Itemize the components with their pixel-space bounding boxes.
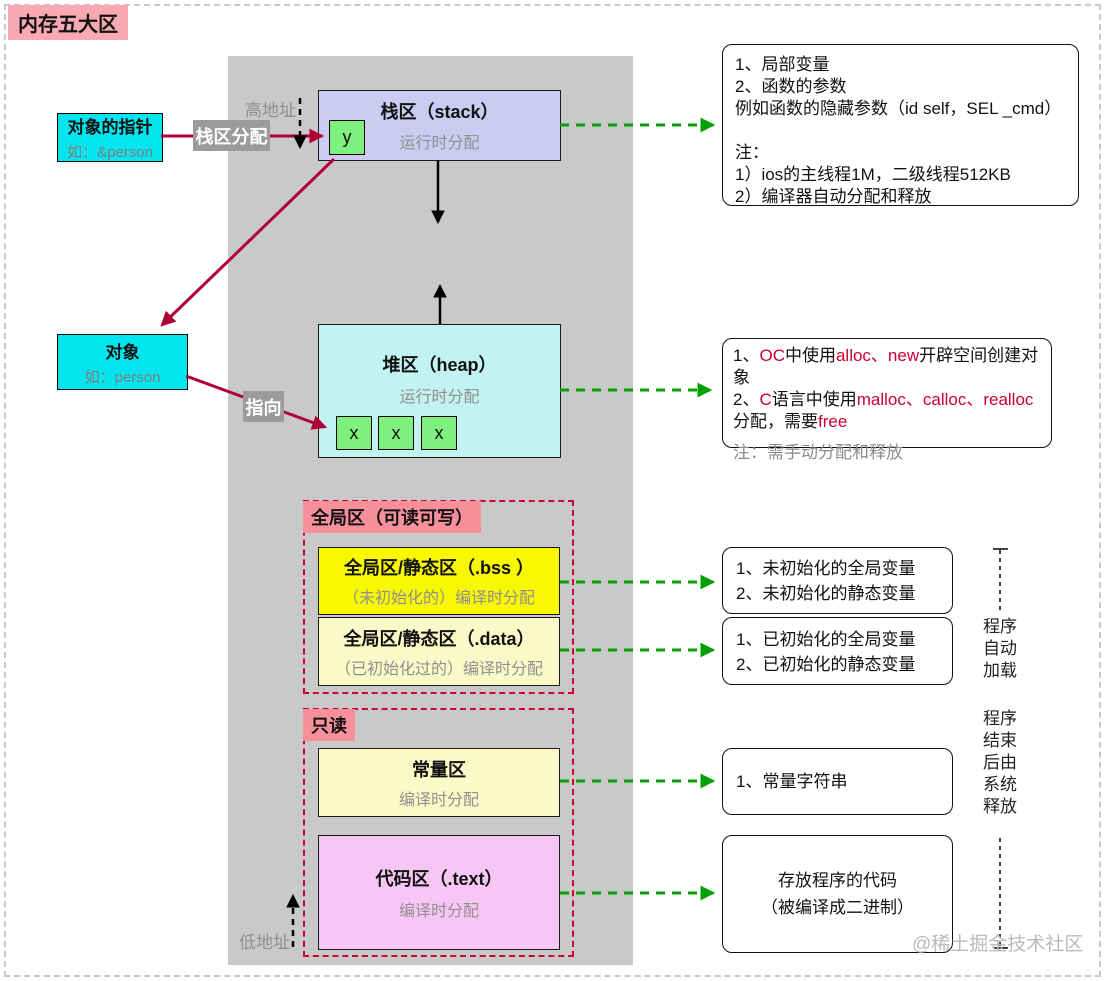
object-pointer-subtitle: 如：&person — [67, 144, 153, 161]
heap-note-rich-text: 1、OC中使用alloc、new开辟空间创建对象 2、C语言中使用malloc、… — [733, 346, 1039, 431]
stack-note-line: 2）编译器自动分配和释放 — [735, 187, 932, 206]
bss-note-line: 2、未初始化的静态变量 — [736, 584, 916, 603]
heap-cell-x1: x — [336, 416, 372, 450]
stack-region: 栈区（stack） 运行时分配 — [318, 90, 561, 161]
high-address-label: 高地址 — [245, 101, 296, 120]
const-region: 常量区 编译时分配 — [318, 748, 560, 817]
object-box-title: 对象 — [105, 342, 140, 362]
bss-note-line: 1、未初始化的全局变量 — [736, 559, 916, 578]
lifecycle-release-text: 程序 结束 后由 系统 释放 — [983, 709, 1017, 816]
object-box: 对象 如：person — [57, 334, 188, 390]
stack-alloc-label: 栈区分配 — [193, 120, 270, 151]
bss-region-title: 全局区/静态区（.bss ） — [343, 558, 535, 578]
stack-note-line: 例如函数的隐藏参数（id self，SEL _cmd） — [735, 99, 1062, 118]
const-region-subtitle: 编译时分配 — [398, 791, 479, 809]
data-region-subtitle: （已初始化过的）编译时分配 — [334, 660, 543, 678]
stack-note-line: 注： — [735, 143, 769, 162]
stack-note-line: 1）ios的主线程1M，二级线程512KB — [735, 165, 1011, 184]
watermark: @稀土掘金技术社区 — [912, 934, 1084, 955]
stack-note-line — [735, 120, 1066, 142]
stack-note-line: 1、局部变量 — [735, 55, 830, 74]
code-note-line: （被编译成二进制） — [761, 898, 914, 917]
heap-region-title: 堆区（heap） — [382, 355, 497, 375]
const-region-title: 常量区 — [412, 759, 466, 780]
bss-region: 全局区/静态区（.bss ） （未初始化的）编译时分配 — [318, 547, 560, 615]
code-region-title: 代码区（.text） — [375, 868, 503, 889]
const-note-box: 1、常量字符串 — [722, 748, 953, 815]
point-to-label: 指向 — [243, 391, 284, 422]
bss-note-box: 1、未初始化的全局变量 2、未初始化的静态变量 — [722, 547, 953, 614]
heap-note-gray-line: 注：需手动分配和释放 — [733, 443, 903, 462]
data-region: 全局区/静态区（.data） （已初始化过的）编译时分配 — [318, 617, 560, 686]
stack-region-title: 栈区（stack） — [380, 102, 499, 122]
code-region: 代码区（.text） 编译时分配 — [318, 835, 560, 950]
data-region-title: 全局区/静态区（.data） — [343, 628, 535, 649]
stack-cell-y: y — [329, 120, 365, 155]
code-note-line: 存放程序的代码 — [778, 871, 897, 890]
stack-note-box: 1、局部变量 2、函数的参数 例如函数的隐藏参数（id self，SEL _cm… — [722, 44, 1079, 206]
heap-cell-x2: x — [378, 416, 414, 450]
low-address-label: 低地址 — [239, 933, 290, 952]
global-section-label: 全局区（可读可写） — [303, 501, 481, 533]
code-region-subtitle: 编译时分配 — [398, 902, 479, 920]
stack-note-line: 2、函数的参数 — [735, 77, 847, 96]
heap-cell-x3: x — [421, 416, 457, 450]
code-note-box: 存放程序的代码 （被编译成二进制） — [722, 835, 953, 953]
object-pointer-title: 对象的指针 — [67, 118, 153, 137]
const-note-line: 1、常量字符串 — [736, 771, 848, 791]
page-title: 内存五大区 — [8, 5, 128, 40]
object-box-subtitle: 如：person — [84, 368, 161, 386]
data-note-line: 1、已初始化的全局变量 — [736, 630, 916, 649]
object-pointer-box: 对象的指针 如：&person — [57, 113, 163, 162]
data-note-line: 2、已初始化的静态变量 — [736, 655, 916, 674]
readonly-section-border — [303, 708, 574, 957]
stack-region-subtitle: 运行时分配 — [399, 135, 480, 152]
readonly-section-label: 只读 — [303, 709, 355, 741]
heap-note-box: 1、OC中使用alloc、new开辟空间创建对象 2、C语言中使用malloc、… — [722, 338, 1052, 462]
heap-region-subtitle: 运行时分配 — [399, 389, 480, 406]
bss-region-subtitle: （未初始化的）编译时分配 — [342, 590, 535, 607]
lifecycle-auto-load-text: 程序 自动 加载 — [983, 617, 1017, 680]
data-note-box: 1、已初始化的全局变量 2、已初始化的静态变量 — [722, 617, 953, 685]
